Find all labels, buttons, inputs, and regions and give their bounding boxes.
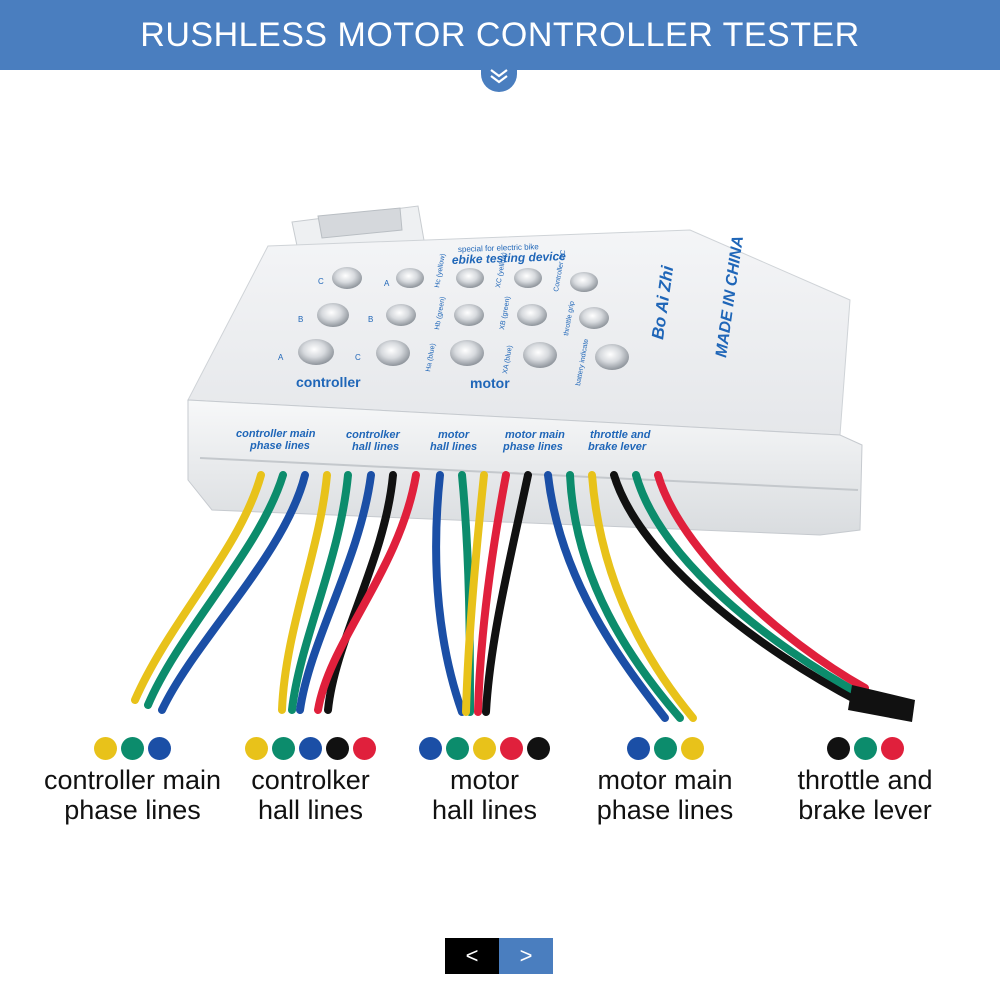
chevron-left-icon: < [465, 943, 479, 968]
legend-line1: controller main [43, 765, 222, 795]
product-photo: C A B B A C Hc (yellow) Hb (green) Ha (b… [0, 190, 1000, 730]
led-label: XA (blue) [502, 345, 514, 375]
led-label: B [368, 315, 373, 324]
color-dots [412, 735, 557, 761]
port-label: brake lever [588, 441, 647, 453]
color-dots [30, 735, 235, 761]
legend-line1: motor [449, 765, 520, 795]
prev-button[interactable]: < [445, 938, 499, 974]
color-dots [238, 735, 383, 761]
yellow-dot [473, 736, 496, 760]
legend-line2: hall lines [257, 795, 364, 825]
port-label: controller main [236, 428, 316, 440]
black-dot [326, 736, 349, 760]
legend-line2: brake lever [798, 795, 932, 825]
red-dot [880, 736, 904, 760]
green-dot [853, 736, 877, 760]
legend-label: controlker hall lines [238, 765, 383, 825]
black-dot [826, 736, 850, 760]
blue-dot [626, 736, 650, 760]
legend-motor-hall: motor hall lines [412, 735, 557, 825]
legend-line1: motor main [597, 765, 733, 795]
legend-label: throttle and brake lever [780, 765, 950, 825]
green-dot [446, 736, 469, 760]
led-label: C [318, 277, 324, 286]
device-name: ebike testing device [452, 249, 567, 267]
led-label: A [278, 353, 284, 362]
color-dots [580, 735, 750, 761]
green-dot [653, 736, 677, 760]
device-group-controller: controller [296, 374, 361, 390]
device-subtitle: special for electric bike [458, 242, 540, 254]
black-dot [527, 736, 550, 760]
legend-line2: phase lines [596, 795, 734, 825]
wires [131, 471, 869, 722]
led-label: C [355, 353, 361, 362]
legend-label: motor main phase lines [580, 765, 750, 825]
legend-label: motor hall lines [412, 765, 557, 825]
chevron-right-icon: > [519, 943, 533, 968]
legend-throttle-brake: throttle and brake lever [780, 735, 950, 825]
red-dot [500, 736, 523, 760]
port-label: throttle and [590, 429, 651, 441]
blue-dot [419, 736, 442, 760]
carousel-nav: < > [445, 938, 553, 974]
tester-device-illustration: C A B B A C Hc (yellow) Hb (green) Ha (b… [131, 205, 915, 722]
legend-line2: phase lines [64, 795, 201, 825]
green-dot [272, 736, 295, 760]
legend-controller-main-phase: controller main phase lines [30, 735, 235, 825]
chevron-down-icon [481, 60, 517, 92]
port-label: phase lines [502, 441, 563, 453]
blue-dot [299, 736, 322, 760]
legend-line1: throttle and [797, 765, 933, 795]
legend-line1: controlker [251, 765, 370, 795]
led-label: A [384, 279, 390, 288]
blue-dot [148, 736, 171, 760]
legend-controller-hall: controlker hall lines [238, 735, 383, 825]
led-label: Ha (blue) [425, 343, 437, 373]
banner-title: RUSHLESS MOTOR CONTROLLER TESTER [140, 15, 860, 54]
led-label: B [298, 315, 303, 324]
yellow-dot [680, 736, 704, 760]
port-label: controlker [346, 429, 401, 441]
port-label: hall lines [430, 441, 477, 453]
yellow-dot [94, 736, 117, 760]
device-group-motor: motor [470, 375, 510, 391]
yellow-dot [245, 736, 268, 760]
green-dot [121, 736, 144, 760]
cable-sleeve [848, 685, 915, 722]
legend-label: controller main phase lines [30, 765, 235, 825]
red-dot [353, 736, 376, 760]
title-banner: RUSHLESS MOTOR CONTROLLER TESTER [0, 0, 1000, 70]
next-button[interactable]: > [499, 938, 553, 974]
legend-line2: hall lines [431, 795, 538, 825]
port-label: motor [438, 429, 470, 441]
port-label: motor main [505, 429, 565, 441]
port-label: hall lines [352, 441, 399, 453]
port-label: phase lines [249, 440, 310, 452]
color-dots [780, 735, 950, 761]
legend-motor-main-phase: motor main phase lines [580, 735, 750, 825]
